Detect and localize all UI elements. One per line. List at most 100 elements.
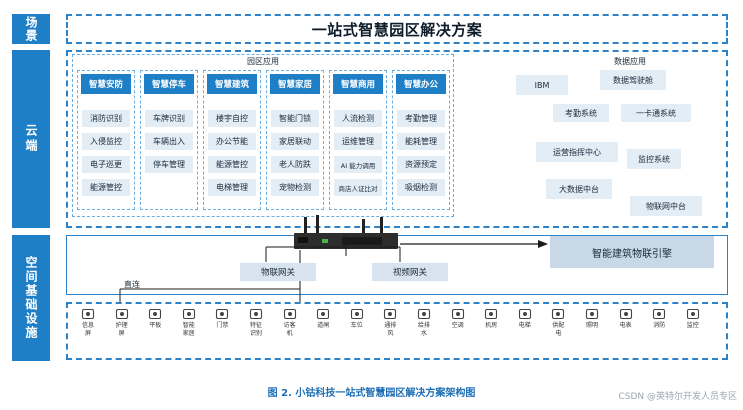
device-label: 通排风: [384, 322, 397, 337]
device-label: 给排水: [418, 322, 431, 337]
info-screen-icon: [81, 308, 95, 320]
banner-title: 一站式智慧园区解决方案: [311, 20, 483, 39]
app-item: 人流检测: [334, 110, 382, 127]
banner: 一站式智慧园区解决方案: [66, 14, 728, 44]
device-item: 道闸: [307, 308, 339, 330]
power-supply-icon: [551, 308, 565, 320]
figure-caption: 图 2. 小钴科技一站式智慧园区解决方案架构图: [267, 388, 476, 399]
app-column-1: 智慧安防消防识别入侵监控电子巡更能源管控: [77, 70, 135, 210]
device-label: 平板: [149, 322, 162, 329]
device-label: 机房: [485, 322, 498, 329]
app-item: 车牌识别: [145, 110, 193, 127]
video-gateway: 视频网关: [372, 263, 448, 281]
data-app-item: 监控系统: [627, 149, 681, 169]
access-control-icon: [215, 308, 229, 320]
iot-engine: 智能建筑物联引擎: [550, 236, 714, 268]
device-item: 门禁: [206, 308, 238, 330]
app-item: 宠物检测: [271, 179, 319, 196]
lighting-icon: [585, 308, 599, 320]
device-label: 电表: [619, 322, 632, 329]
barrier-gate-icon: [316, 308, 330, 320]
elevator-icon: [518, 308, 532, 320]
device-label: 照明: [586, 322, 599, 329]
side-label-scene-text: 场景: [24, 16, 38, 42]
device-item: 消防: [643, 308, 675, 330]
device-label: 空调: [451, 322, 464, 329]
device-item: 供配电: [542, 308, 574, 337]
app-item: 智能门锁: [271, 110, 319, 127]
device-item: 电梯: [509, 308, 541, 330]
app-column-header: 智慧家居: [270, 74, 320, 94]
side-label-cloud-text: 云端: [24, 124, 38, 154]
app-item: 电梯管理: [208, 179, 256, 196]
side-label-scene: 场景: [12, 14, 50, 44]
device-item: 护理屏: [106, 308, 138, 337]
fire-icon: [652, 308, 666, 320]
data-app-item: 物联网中台: [630, 196, 702, 216]
device-item: 通排风: [374, 308, 406, 337]
app-column-6: 智慧办公考勤管理能耗管理资源预定吸烟检测: [392, 70, 450, 210]
device-label: 消防: [653, 322, 666, 329]
camera-icon: [686, 308, 700, 320]
app-item: 消防识别: [82, 110, 130, 127]
app-column-2: 智慧停车车牌识别车辆出入停车管理: [140, 70, 198, 210]
park-apps-title: 园区应用: [247, 57, 279, 66]
device-row: [66, 302, 728, 360]
device-item: 给排水: [408, 308, 440, 337]
app-item: 能耗管理: [397, 133, 445, 150]
app-column-header: 智慧停车: [144, 74, 194, 94]
app-item: 能源管控: [208, 156, 256, 173]
water-supply-icon: [417, 308, 431, 320]
app-item: 能源管控: [82, 179, 130, 196]
device-label: 监控: [686, 322, 699, 329]
app-column-3: 智慧建筑楼宇自控办公节能能源管控电梯管理: [203, 70, 261, 210]
device-label: 电梯: [518, 322, 531, 329]
app-column-header: 智慧安防: [81, 74, 131, 94]
device-item: 监控: [677, 308, 709, 330]
app-item: 入侵监控: [82, 133, 130, 150]
app-item: 办公节能: [208, 133, 256, 150]
direct-connect-label: 直连: [124, 280, 140, 289]
parking-space-icon: [350, 308, 364, 320]
device-item: 智能家居: [173, 308, 205, 337]
visitor-kiosk-icon: [283, 308, 297, 320]
nursing-screen-icon: [115, 308, 129, 320]
data-app-item: 考勤系统: [553, 104, 609, 122]
app-item: 家居联动: [271, 133, 319, 150]
app-item: 电子巡更: [82, 156, 130, 173]
device-label: 护理屏: [115, 322, 128, 337]
device-item: 车位: [341, 308, 373, 330]
app-item: 停车管理: [145, 156, 193, 173]
device-label: 供配电: [552, 322, 565, 337]
ventilation-icon: [383, 308, 397, 320]
device-item: 平板: [139, 308, 171, 330]
device-item: 照明: [576, 308, 608, 330]
app-item: 车辆出入: [145, 133, 193, 150]
device-label: 门禁: [216, 322, 229, 329]
device-item: 特征识别: [240, 308, 272, 337]
air-conditioner-icon: [451, 308, 465, 320]
watermark: CSDN @英特尔开发人员专区: [618, 392, 737, 402]
app-column-header: 智慧建筑: [207, 74, 257, 94]
app-column-header: 智慧办公: [396, 74, 446, 94]
device-label: 车位: [350, 322, 363, 329]
device-label: 特征识别: [250, 322, 263, 337]
park-apps-group: [72, 54, 454, 217]
electric-meter-icon: [619, 308, 633, 320]
iot-gateway: 物联网关: [240, 263, 316, 281]
app-item: 考勤管理: [397, 110, 445, 127]
face-recognition-icon: [249, 308, 263, 320]
device-label: 信息屏: [82, 322, 95, 337]
server-room-icon: [484, 308, 498, 320]
device-item: 信息屏: [72, 308, 104, 337]
side-label-infra: 空间基础设施: [12, 235, 50, 361]
app-item: 运维管理: [334, 133, 382, 150]
app-item: AI 能力调用: [334, 156, 382, 173]
data-app-item: 大数据中台: [546, 179, 612, 199]
app-item: 吸烟检测: [397, 179, 445, 196]
app-item: 楼宇自控: [208, 110, 256, 127]
app-column-header: 智慧商用: [333, 74, 383, 94]
device-item: 机房: [475, 308, 507, 330]
